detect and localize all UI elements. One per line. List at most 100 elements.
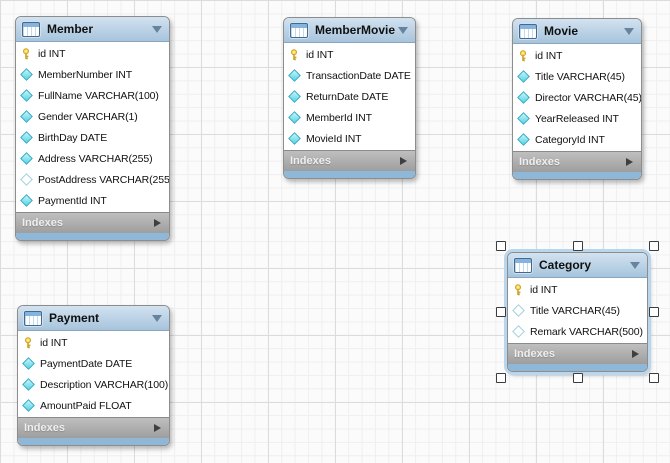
column-notnull-icon — [288, 111, 301, 124]
collapse-arrow-icon[interactable] — [152, 314, 162, 322]
table-box: MemberMovie id INT TransactionDate DATE … — [283, 17, 416, 179]
table-header[interactable]: Movie — [513, 19, 641, 44]
indexes-bar[interactable]: Indexes — [284, 150, 415, 171]
table-row[interactable]: id INT — [18, 332, 169, 353]
selection-handle-s[interactable] — [572, 373, 583, 383]
table-member[interactable]: Member id INT MemberNumber INT FullName … — [15, 16, 170, 241]
table-box: Category id INT Title VARCHAR(45) Remark… — [507, 252, 648, 372]
indexes-bar[interactable]: Indexes — [18, 417, 169, 438]
indexes-bar[interactable]: Indexes — [508, 343, 647, 364]
column-label: Title VARCHAR(45) — [530, 304, 620, 317]
table-row[interactable]: ReturnDate DATE — [284, 86, 415, 107]
table-row[interactable]: Title VARCHAR(45) — [513, 66, 641, 87]
column-icon — [20, 194, 35, 207]
primary-key-icon — [291, 48, 297, 60]
collapse-arrow-icon[interactable] — [630, 261, 640, 269]
table-row[interactable]: MemberNumber INT — [16, 64, 169, 85]
table-membermovie[interactable]: MemberMovie id INT TransactionDate DATE … — [283, 17, 416, 179]
expand-arrow-icon[interactable] — [626, 158, 633, 166]
expand-arrow-icon[interactable] — [154, 424, 161, 432]
column-label: PaymentId INT — [38, 194, 107, 207]
table-row[interactable]: Address VARCHAR(255) — [16, 148, 169, 169]
table-row[interactable]: id INT — [508, 279, 647, 300]
column-notnull-icon — [20, 152, 33, 165]
column-label: MovieId INT — [306, 132, 362, 145]
indexes-label: Indexes — [22, 217, 63, 229]
column-label: TransactionDate DATE — [306, 69, 411, 82]
table-movie[interactable]: Movie id INT Title VARCHAR(45) Director … — [512, 18, 642, 180]
column-icon — [512, 304, 527, 317]
column-notnull-icon — [517, 70, 530, 83]
table-row[interactable]: id INT — [16, 43, 169, 64]
selection-handle-w[interactable] — [496, 307, 506, 317]
column-icon — [289, 48, 303, 61]
expand-arrow-icon[interactable] — [154, 219, 161, 227]
table-row[interactable]: PaymentDate DATE — [18, 353, 169, 374]
expand-arrow-icon[interactable] — [632, 350, 639, 358]
collapse-arrow-icon[interactable] — [398, 26, 408, 34]
column-icon — [20, 173, 35, 186]
table-row[interactable]: Director VARCHAR(45) — [513, 87, 641, 108]
expand-arrow-icon[interactable] — [400, 157, 407, 165]
column-label: MemberId INT — [306, 111, 372, 124]
table-row[interactable]: PostAddress VARCHAR(255) — [16, 169, 169, 190]
table-row[interactable]: YearReleased INT — [513, 108, 641, 129]
collapse-arrow-icon[interactable] — [152, 25, 162, 33]
column-notnull-icon — [517, 133, 530, 146]
table-row[interactable]: Gender VARCHAR(1) — [16, 106, 169, 127]
selection-handle-nw[interactable] — [496, 241, 506, 251]
column-icon — [20, 152, 35, 165]
primary-key-icon — [520, 49, 526, 61]
table-row[interactable]: CategoryId INT — [513, 129, 641, 150]
column-icon — [23, 336, 37, 349]
column-label: Title VARCHAR(45) — [535, 70, 625, 83]
selection-handle-ne[interactable] — [649, 241, 659, 251]
column-label: MemberNumber INT — [38, 68, 133, 81]
column-icon — [288, 69, 303, 82]
table-columns: id INT Title VARCHAR(45) Remark VARCHAR(… — [508, 278, 647, 343]
collapse-arrow-icon[interactable] — [624, 27, 634, 35]
selection-handle-n[interactable] — [572, 241, 583, 251]
column-icon — [288, 132, 303, 145]
selection-handle-e[interactable] — [649, 307, 659, 317]
table-header[interactable]: Category — [508, 253, 647, 278]
indexes-bar[interactable]: Indexes — [513, 151, 641, 172]
column-label: id INT — [38, 47, 66, 60]
table-header[interactable]: Payment — [18, 306, 169, 331]
table-row[interactable]: Description VARCHAR(100) — [18, 374, 169, 395]
table-row[interactable]: MovieId INT — [284, 128, 415, 149]
column-icon — [512, 325, 527, 338]
table-row[interactable]: Title VARCHAR(45) — [508, 300, 647, 321]
table-row[interactable]: id INT — [284, 44, 415, 65]
table-row[interactable]: Remark VARCHAR(500) — [508, 321, 647, 342]
table-row[interactable]: TransactionDate DATE — [284, 65, 415, 86]
table-row[interactable]: AmountPaid FLOAT — [18, 395, 169, 416]
table-header[interactable]: MemberMovie — [284, 18, 415, 43]
column-notnull-icon — [20, 131, 33, 144]
table-row[interactable]: id INT — [513, 45, 641, 66]
column-icon — [22, 378, 37, 391]
selection-handle-sw[interactable] — [496, 373, 506, 383]
table-payment[interactable]: Payment id INT PaymentDate DATE Descript… — [17, 305, 170, 446]
column-notnull-icon — [20, 89, 33, 102]
indexes-bar[interactable]: Indexes — [16, 212, 169, 233]
column-label: id INT — [306, 48, 334, 61]
column-notnull-icon — [20, 110, 33, 123]
table-box: Movie id INT Title VARCHAR(45) Director … — [512, 18, 642, 180]
table-header[interactable]: Member — [16, 17, 169, 42]
table-category[interactable]: Category id INT Title VARCHAR(45) Remark… — [496, 241, 659, 383]
column-icon — [518, 49, 532, 62]
table-row[interactable]: MemberId INT — [284, 107, 415, 128]
selection-handle-se[interactable] — [649, 373, 659, 383]
table-row[interactable]: PaymentId INT — [16, 190, 169, 211]
indexes-label: Indexes — [514, 348, 555, 360]
column-icon — [513, 283, 527, 296]
table-row[interactable]: FullName VARCHAR(100) — [16, 85, 169, 106]
table-box: Payment id INT PaymentDate DATE Descript… — [17, 305, 170, 446]
column-icon — [517, 133, 532, 146]
column-notnull-icon — [20, 68, 33, 81]
table-icon — [24, 310, 42, 326]
column-notnull-icon — [517, 91, 530, 104]
table-row[interactable]: BirthDay DATE — [16, 127, 169, 148]
